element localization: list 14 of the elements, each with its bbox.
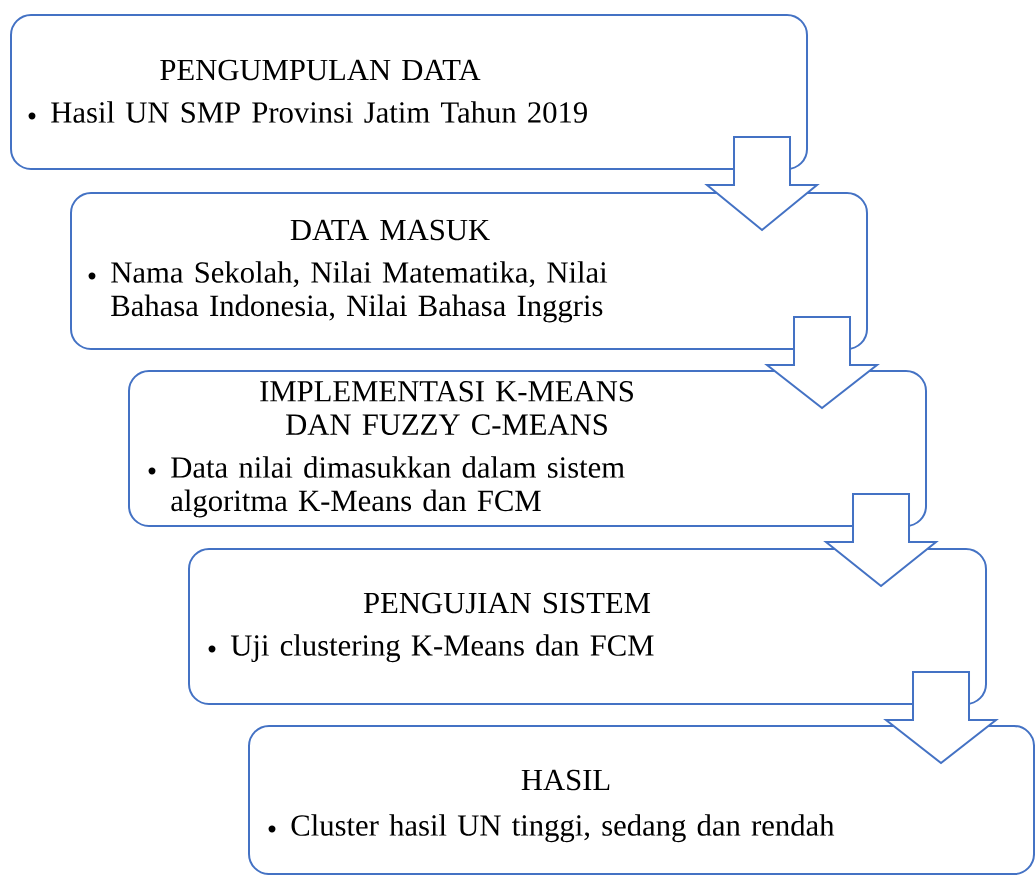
box-heading: PENGUMPULAN DATA bbox=[160, 59, 481, 81]
block-arrow bbox=[883, 671, 999, 765]
bullet-text: Uji clustering K-Means dan FCM bbox=[230, 634, 654, 663]
bullet-text: Data nilai dimasukkan dalam sistem algoritma K-Means dan FCM bbox=[171, 456, 625, 518]
box-heading: PENGUJIAN SISTEM bbox=[363, 592, 651, 614]
block-arrow bbox=[823, 493, 939, 588]
box-heading: IMPLEMENTASI K-MEANS DAN FUZZY C-MEANS bbox=[260, 381, 633, 435]
bullet-text: Hasil UN SMP Provinsi Jatim Tahun 2019 bbox=[51, 101, 587, 123]
block-arrow bbox=[704, 136, 820, 232]
bullet-text: Cluster hasil UN tinggi, sedang dan rendah bbox=[291, 814, 835, 843]
box-heading: DATA MASUK bbox=[290, 219, 490, 241]
bullet-text: Nama Sekolah, Nilai Matematika, Nilai Bahasa Indonesia, Nilai Bahasa Inggris bbox=[111, 261, 608, 323]
block-arrow bbox=[764, 316, 880, 410]
box-heading: HASIL bbox=[521, 769, 610, 791]
